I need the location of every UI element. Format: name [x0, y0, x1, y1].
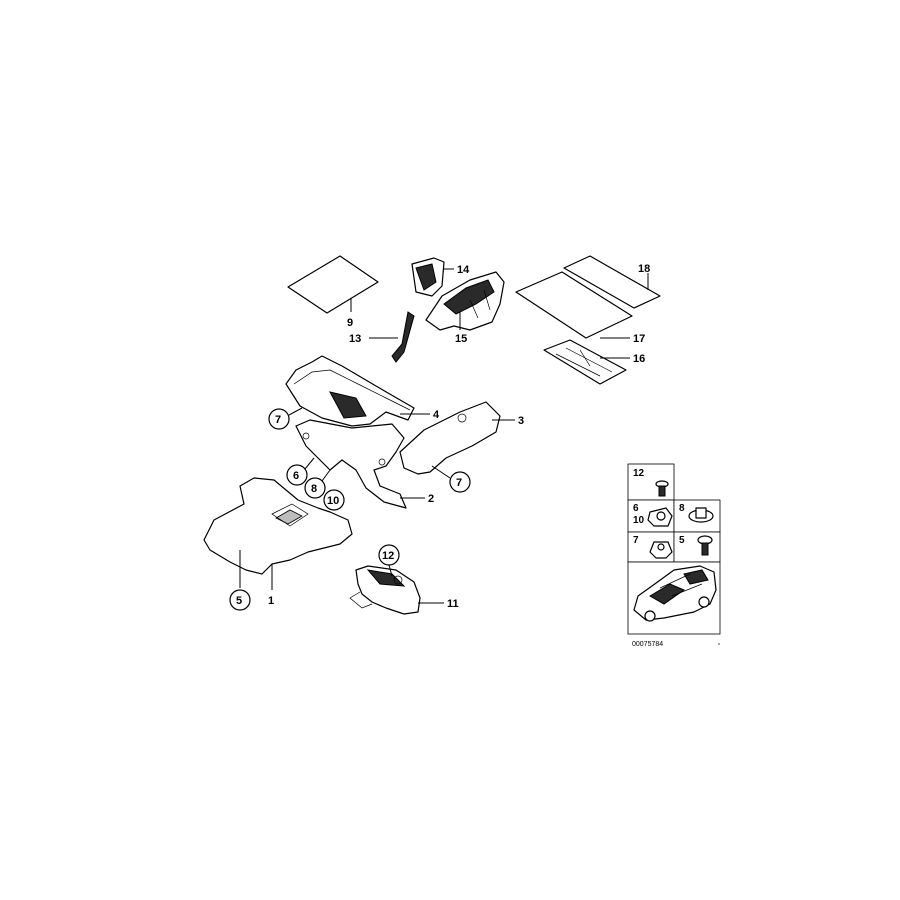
- callout-4: 4: [433, 409, 440, 421]
- part-18-hood-insulation-strip[interactable]: [563, 255, 661, 309]
- inset-label-7: 7: [633, 535, 639, 546]
- fastener-inset-panel: 12 6 10 8 7 5: [627, 463, 721, 648]
- part-17-hood-insulation[interactable]: [515, 271, 633, 339]
- svg-text:10: 10: [327, 495, 339, 507]
- inset-label-12: 12: [633, 468, 645, 479]
- svg-text:7: 7: [275, 414, 281, 426]
- figure-number: 00075784: [632, 641, 663, 648]
- part-13-sealing-strip[interactable]: [391, 311, 415, 363]
- callout-3: 3: [518, 415, 524, 427]
- inset-label-10: 10: [633, 515, 645, 526]
- svg-text:5: 5: [236, 595, 242, 607]
- clip-nut-icon: [647, 507, 673, 527]
- part-1-floor-insulation[interactable]: [203, 477, 353, 575]
- part-9-sound-pad[interactable]: [287, 255, 379, 314]
- circled-ref-7-upper: [268, 408, 290, 430]
- circled-ref-5: [229, 589, 251, 611]
- inset-label-8: 8: [679, 503, 685, 514]
- part-16-bulkhead-cover[interactable]: [543, 339, 627, 385]
- svg-text:7: 7: [456, 477, 462, 489]
- circled-ref-7-lower: [449, 471, 471, 493]
- callout-11: 11: [447, 598, 459, 610]
- expanding-rivet-icon: [688, 507, 714, 523]
- cap-nut-icon: [649, 541, 673, 559]
- callout-16: 16: [633, 353, 645, 365]
- callout-18: 18: [638, 263, 650, 275]
- screw-icon: [697, 535, 713, 556]
- part-3-tunnel-insulation[interactable]: [399, 401, 501, 475]
- circled-ref-6: [286, 464, 308, 486]
- svg-text:8: 8: [311, 483, 317, 495]
- push-rivet-icon: [655, 480, 669, 497]
- car-location-sketch: [633, 565, 717, 622]
- callout-9: 9: [347, 317, 353, 329]
- svg-text:6: 6: [293, 470, 299, 482]
- inset-label-5: 5: [679, 535, 685, 546]
- callout-1: 1: [268, 595, 274, 607]
- part-4-bulkhead-insulation-upper[interactable]: [285, 355, 415, 427]
- circled-ref-10: [323, 489, 345, 511]
- callout-14: 14: [457, 264, 470, 276]
- part-11-wheel-housing-insulation[interactable]: [349, 565, 421, 615]
- circled-ref-8: [304, 477, 326, 499]
- inset-label-6: 6: [633, 503, 639, 514]
- callout-17: 17: [633, 333, 645, 345]
- part-14-insulation-block[interactable]: [411, 257, 445, 297]
- part-15-wheel-arch-insulation[interactable]: [425, 271, 505, 331]
- callout-15: 15: [455, 333, 467, 345]
- callout-2: 2: [428, 493, 434, 505]
- svg-text:12: 12: [382, 550, 394, 562]
- callout-13: 13: [349, 333, 361, 345]
